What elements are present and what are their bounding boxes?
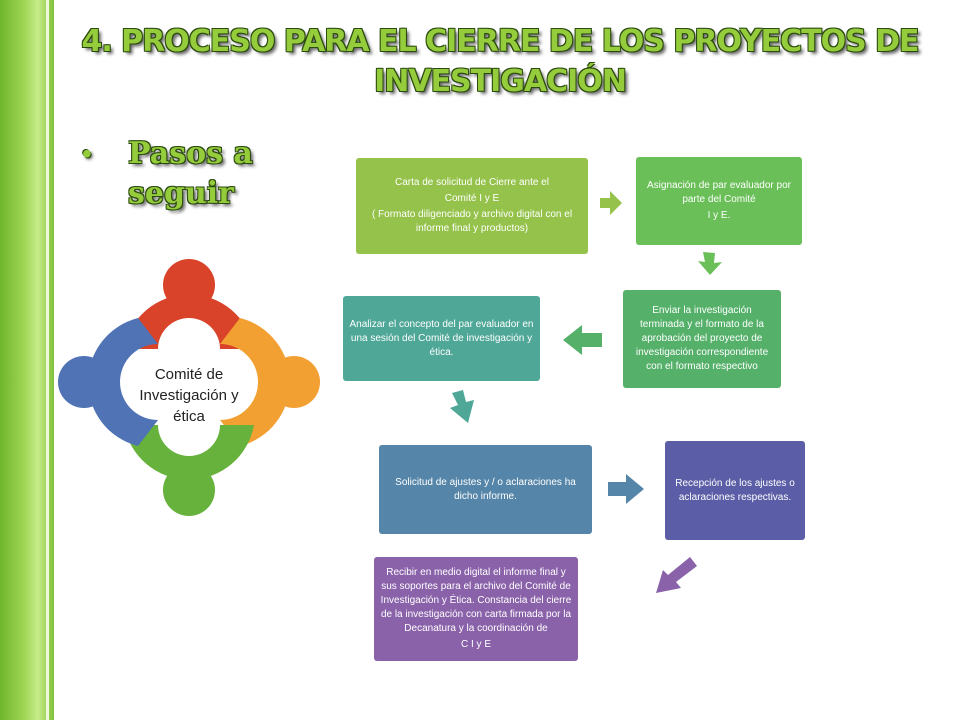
emblem-arm-blue	[88, 318, 158, 446]
subtitle: Pasos a seguir	[128, 134, 288, 214]
emblem-head-green	[163, 464, 215, 516]
bullet-marker: •	[82, 138, 92, 169]
step-7-line-1: Recibir en medio digital el informe fina…	[380, 567, 572, 634]
arrow-right-1	[600, 191, 622, 215]
step-5-request-adjustments: Solicitud de ajustes y / o aclaraciones …	[379, 445, 592, 534]
step-1-request-letter: Carta de solicitud de Cierre ante el Com…	[356, 158, 588, 254]
committee-label-line-1: Comité de	[154, 366, 224, 383]
step-1-line-1: Carta de solicitud de Cierre ante el	[395, 177, 549, 188]
subtitle-line-1: Pasos a	[128, 136, 253, 171]
committee-label-line-3: ética	[173, 408, 205, 425]
title-line-2: INVESTIGACIÓN	[374, 64, 627, 99]
committee-emblem	[58, 259, 320, 516]
step-7-line-2: C I y E	[460, 639, 491, 650]
title-line-1: 4. PROCESO PARA EL CIERRE DE LOS PROYECT…	[81, 24, 919, 59]
page-title: 4. PROCESO PARA EL CIERRE DE LOS PROYECT…	[60, 22, 940, 102]
sidebar-stripe	[0, 0, 54, 720]
step-2-peer-assignment: Asignación de par evaluador por parte de…	[636, 157, 802, 245]
step-5-line-1: Solicitud de ajustes y / o aclaraciones …	[395, 476, 576, 502]
arrow-right-5	[608, 474, 644, 504]
step-1-line-3: ( Formato diligenciado y archivo digital…	[371, 209, 573, 234]
emblem-head-red	[163, 259, 215, 311]
step-4-line-1: Analizar el concepto del par evaluador e…	[349, 318, 534, 358]
emblem-arm-orange	[220, 318, 290, 446]
arrow-left-3	[563, 325, 602, 355]
step-7-receive-final-report: Recibir en medio digital el informe fina…	[374, 557, 578, 661]
arrow-down-4	[450, 390, 474, 423]
emblem-center	[145, 343, 233, 431]
step-4-analyze-concept: Analizar el concepto del par evaluador e…	[343, 296, 540, 381]
committee-label: Comité de Investigación y ética	[126, 364, 252, 427]
emblem-arm-red	[124, 294, 254, 349]
sidebar-highlight-line	[46, 0, 49, 720]
emblem-head-orange	[268, 356, 320, 408]
step-1-line-2: Comité I y E	[444, 193, 500, 204]
step-3-send-research: Enviar la investigación terminada y el f…	[623, 290, 781, 388]
emblem-head-blue	[58, 356, 110, 408]
arrow-diagonal-6	[656, 557, 697, 593]
step-3-line-1: Enviar la investigación terminada y el f…	[635, 305, 769, 372]
step-6-line-1: Recepción de los ajustes o aclaraciones …	[675, 477, 795, 503]
step-2-line-2: I y E.	[707, 210, 731, 221]
step-2-line-1: Asignación de par evaluador por parte de…	[647, 180, 791, 205]
step-6-receive-adjustments: Recepción de los ajustes o aclaraciones …	[665, 441, 805, 540]
subtitle-line-2: seguir	[128, 176, 234, 211]
committee-label-line-2: Investigación y	[139, 387, 239, 404]
emblem-arm-green	[124, 425, 254, 480]
arrow-down-2	[698, 252, 722, 275]
